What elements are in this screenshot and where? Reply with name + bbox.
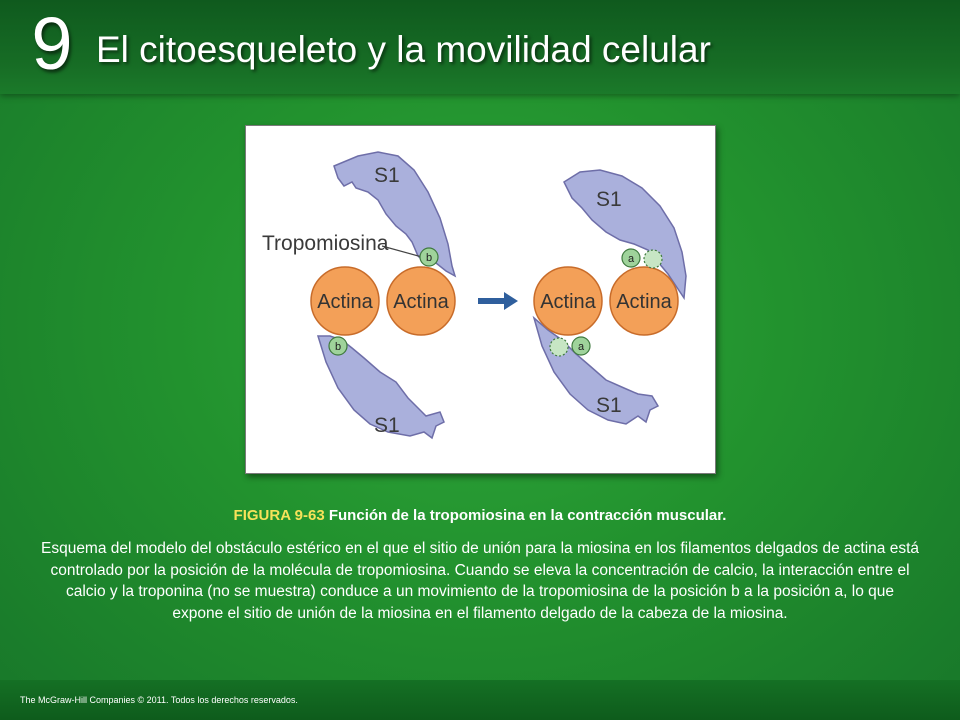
actin-left-2: [386, 266, 456, 336]
site-b-upper-left: [419, 247, 439, 267]
label-actin-right-2: Actina: [616, 291, 672, 313]
label-actin-left-1: Actina: [317, 291, 373, 313]
label-s1-lower-left: S1: [374, 414, 400, 437]
label-site-a-upper-right: a: [628, 253, 635, 265]
label-tropomyosin: Tropomiosina: [262, 232, 389, 255]
chapter-number: 9: [31, 2, 73, 85]
figure-caption: FIGURA 9-63 Función de la tropomiosina e…: [150, 504, 810, 528]
actin-left-1: [310, 266, 380, 336]
figure-image: S1 Tropomiosina Actina Actina b b S1 S1 …: [245, 125, 716, 474]
tropomyosin-pointer: [381, 245, 423, 258]
slide-title: El citoesqueleto y la movilidad celular: [96, 29, 711, 70]
myosin-head-lower-left: [316, 335, 445, 440]
actin-right-2: [609, 266, 679, 336]
label-s1-upper-right: S1: [596, 188, 622, 211]
figure-title: Función de la tropomiosina en la contrac…: [328, 507, 727, 524]
figure-number: FIGURA 9-63: [233, 507, 325, 524]
myosin-head-upper-right: [563, 169, 687, 301]
label-actin-right-1: Actina: [540, 291, 596, 313]
label-s1-lower-right: S1: [596, 394, 622, 417]
slide-header: 9 El citoesqueleto y la movilidad celula…: [0, 0, 960, 94]
figure-description: Esquema del modelo del obstáculo estéric…: [40, 540, 920, 622]
tropomyosin-diagram: S1 Tropomiosina Actina Actina b b S1 S1 …: [262, 151, 687, 440]
label-actin-left-2: Actina: [393, 291, 449, 313]
actin-right-1: [533, 266, 603, 336]
site-a-lower-right: [571, 336, 591, 356]
label-site-b-upper-left: b: [426, 252, 432, 264]
site-a-upper-right: [621, 248, 641, 268]
vacated-site-lower-right: [549, 337, 569, 357]
slide-footer: The McGraw-Hill Companies © 2011. Todos …: [0, 680, 960, 720]
label-s1-upper-left: S1: [374, 164, 400, 187]
label-site-b-lower-left: b: [335, 341, 341, 353]
vacated-site-upper-right: [643, 249, 663, 269]
transition-arrow: [478, 292, 518, 310]
copyright-notice: The McGraw-Hill Companies © 2011. Todos …: [20, 695, 298, 705]
site-b-lower-left: [328, 336, 348, 356]
label-site-a-lower-right: a: [578, 341, 585, 353]
